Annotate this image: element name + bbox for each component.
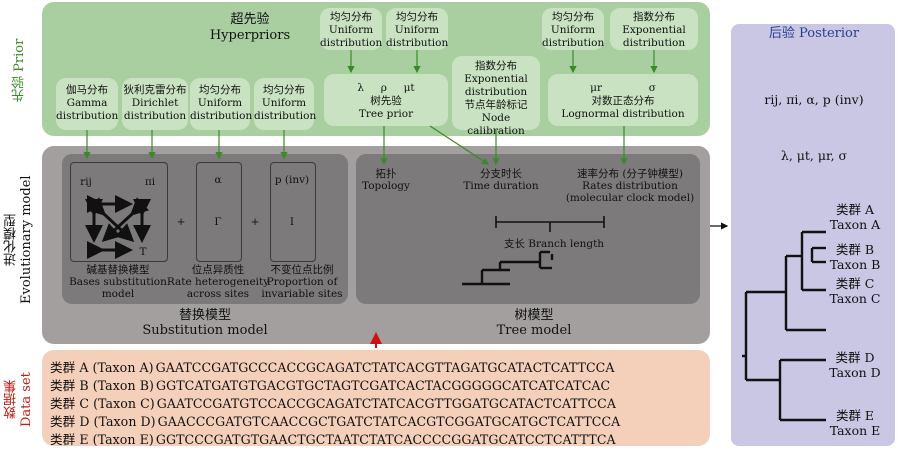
sequence-row-e: 类群 E (Taxon E)GGTCCCGATGTGAACTGCTAATCTAT… [50, 429, 616, 448]
sequence-row-b: 类群 B (Taxon B)GGTCATGATGTGACGTGCTAGTCGAT… [50, 375, 610, 394]
rate-heterogeneity-box [196, 162, 242, 262]
substitution-arrows [85, 195, 151, 259]
sequence-row-c: 类群 C (Taxon C)GAATCCGATGTCCACCGCAGATCTAT… [50, 393, 616, 412]
taxon-label: 类群 B (Taxon B) [50, 378, 154, 393]
posterior-panel [731, 24, 895, 446]
taxon-label: 类群 E (Taxon E) [50, 432, 154, 447]
base-t-label: T [139, 246, 147, 258]
data-set-panel [42, 350, 710, 446]
sequence-row-d: 类群 D (Taxon D)GAACCCGATGTCAACCGCTGATCTAT… [50, 411, 620, 430]
pii-label: πi [144, 176, 156, 188]
posterior-substitution-params: rij, πi, α, p (inv) [764, 92, 864, 107]
plus-sign-2: + [250, 216, 260, 228]
posterior-tree [742, 230, 826, 422]
branch-length-bracket [495, 216, 605, 232]
branch-length-label: 支长 Branch length [503, 238, 605, 250]
rij-label: rij [80, 176, 92, 188]
taxon-label: 类群 A (Taxon A) [50, 360, 154, 375]
gamma-symbol: Γ [214, 216, 222, 228]
alpha-label: α [214, 174, 222, 186]
posterior-title: 后验 Posterior [768, 26, 860, 41]
posterior-tree-params: λ, μt, μr, σ [780, 148, 848, 163]
sequence: GAATCCGATGCCCACCGCAGATCTATCACGTTAGATGCAT… [155, 360, 615, 375]
pinv-label: p (inv) [274, 174, 310, 186]
hyperprior-arrows [347, 50, 658, 74]
tree-model-tree [462, 250, 554, 286]
sequence: GGTCATGATGTGACGTGCTAGTCGATCACTACGGGGGCAT… [155, 378, 611, 393]
invariable-sites-box [270, 162, 316, 262]
sequence: GGTCCCGATGTGAACTGCTAATCTATCACCCCGGATGCAT… [155, 432, 616, 447]
sequence-row-a: 类群 A (Taxon A)GAATCCGATGCCCACCGCAGATCTAT… [50, 357, 615, 376]
taxon-label: 类群 C (Taxon C) [50, 396, 155, 411]
sequence: GAACCCGATGTCAACCGCTGATCTATCACGTCGGATGCAT… [157, 414, 621, 429]
prior-to-model-arrows [83, 125, 628, 166]
tree-model-box [356, 154, 700, 304]
invariable-symbol: I [289, 216, 295, 228]
rates-distribution-label: 速率分布 (分子钟模型)Rates distribution (molecula… [565, 168, 695, 204]
sequence: GAATCCGATGTCCACCGCAGATCTATCACGTTGGATGCAT… [156, 396, 617, 411]
taxon-label: 类群 D (Taxon D) [50, 414, 156, 429]
plus-sign-1: + [176, 216, 186, 228]
